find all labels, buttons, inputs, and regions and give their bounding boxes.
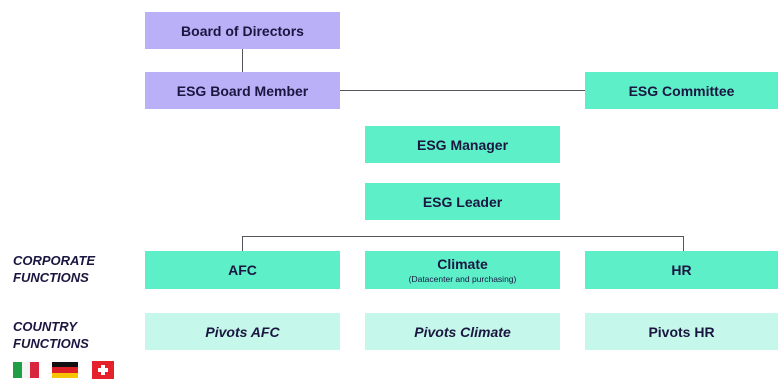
climate-node: Climate (Datacenter and purchasing) <box>365 251 560 289</box>
country-line-1: COUNTRY <box>13 319 78 334</box>
board-of-directors-node: Board of Directors <box>145 12 340 49</box>
connector-functions-horizontal <box>242 236 684 237</box>
esg-committee-node: ESG Committee <box>585 72 778 109</box>
germany-flag-icon <box>52 362 78 378</box>
esg-leader-label: ESG Leader <box>422 193 503 210</box>
switzerland-flag-icon <box>92 361 114 379</box>
afc-label: AFC <box>228 262 257 278</box>
connector-member-to-committee <box>340 90 585 91</box>
esg-leader-node: ESG Leader <box>365 183 560 220</box>
corporate-line-2: FUNCTIONS <box>13 270 89 285</box>
board-of-directors-label: Board of Directors <box>181 22 304 39</box>
connector-to-afc <box>242 236 243 251</box>
esg-board-member-label: ESG Board Member <box>176 82 309 99</box>
country-line-2: FUNCTIONS <box>13 336 89 351</box>
italy-flag-icon <box>13 362 40 378</box>
hr-node: HR <box>585 251 778 289</box>
climate-sublabel: (Datacenter and purchasing) <box>408 274 517 284</box>
afc-node: AFC <box>145 251 340 289</box>
pivots-afc-node: Pivots AFC <box>145 313 340 350</box>
pivots-climate-label: Pivots Climate <box>414 323 511 340</box>
climate-label: Climate <box>437 256 488 272</box>
country-functions-label: COUNTRY FUNCTIONS <box>13 318 89 352</box>
corporate-line-1: CORPORATE <box>13 253 96 268</box>
pivots-climate-node: Pivots Climate <box>365 313 560 350</box>
esg-manager-node: ESG Manager <box>365 126 560 163</box>
connector-to-hr <box>683 236 684 251</box>
pivots-afc-label: Pivots AFC <box>205 323 280 340</box>
connector-board-to-member <box>242 49 243 72</box>
hr-label: HR <box>671 262 692 278</box>
corporate-functions-label: CORPORATE FUNCTIONS <box>13 252 95 286</box>
pivots-hr-label: Pivots HR <box>648 323 715 340</box>
pivots-hr-node: Pivots HR <box>585 313 778 350</box>
esg-board-member-node: ESG Board Member <box>145 72 340 109</box>
esg-committee-label: ESG Committee <box>628 82 735 99</box>
esg-manager-label: ESG Manager <box>416 136 509 153</box>
